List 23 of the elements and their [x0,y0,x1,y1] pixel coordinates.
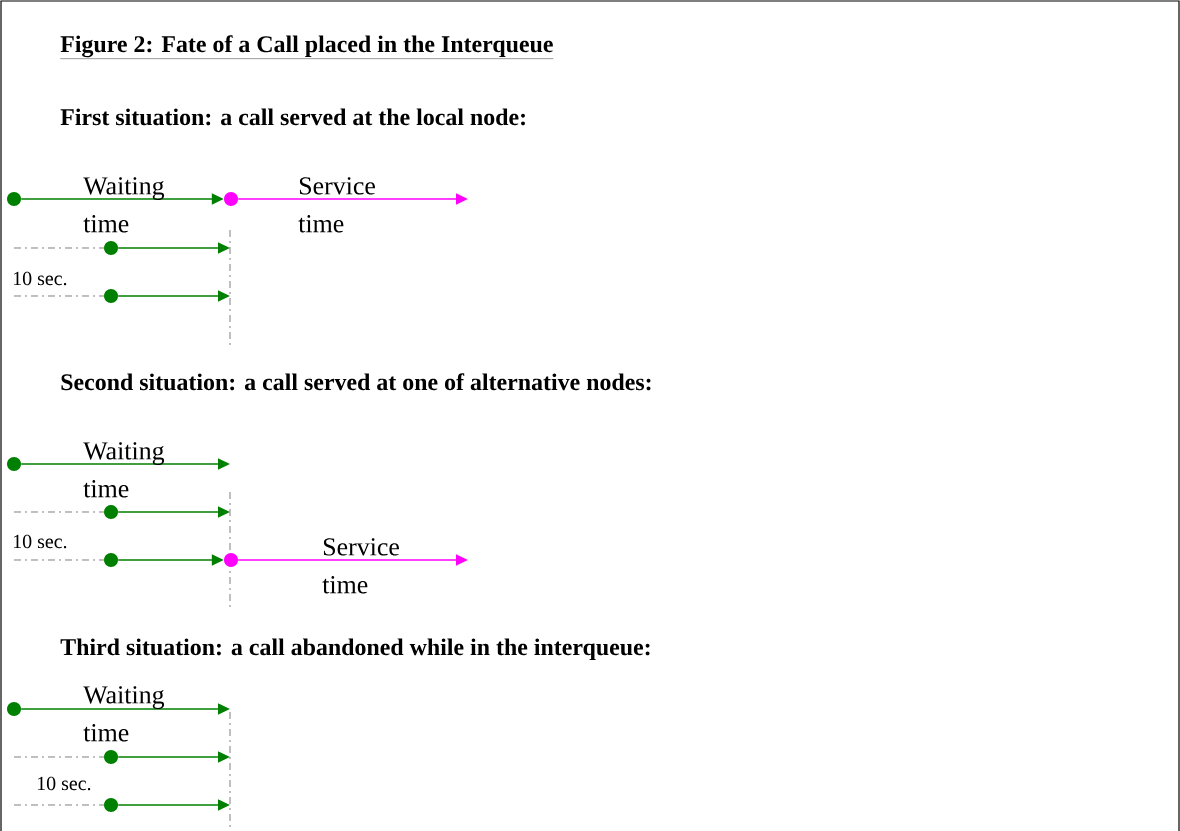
edge-label: Service time [322,538,399,594]
time-label: 10 sec. [13,271,67,286]
start-dot [104,505,118,519]
edge-label: Waiting time [83,686,165,742]
edge-label: Service time [298,177,375,233]
start-dot [104,241,118,255]
section-heading: Second situation: a call served at one of alternative nodes: [61,373,651,391]
time-label: 10 sec. [13,534,67,549]
start-dot [7,457,21,471]
start-dot [224,192,238,206]
time-label: 10 sec. [37,776,91,791]
edge-label: Waiting time [83,177,165,233]
section-heading: Third situation: a call abandoned while in the interqueue: [60,638,650,661]
start-dot [7,192,21,206]
start-dot [224,553,238,567]
start-dot [104,553,118,567]
start-dot [104,289,118,303]
start-dot [104,750,118,764]
start-dot [7,702,21,716]
section-heading: First situation: a call served at the local node: [60,108,525,126]
start-dot [104,798,118,812]
edge-label: Waiting time [83,442,165,498]
figure-title: Figure 2: Fate of a Call placed in the Interqueue [60,35,554,59]
